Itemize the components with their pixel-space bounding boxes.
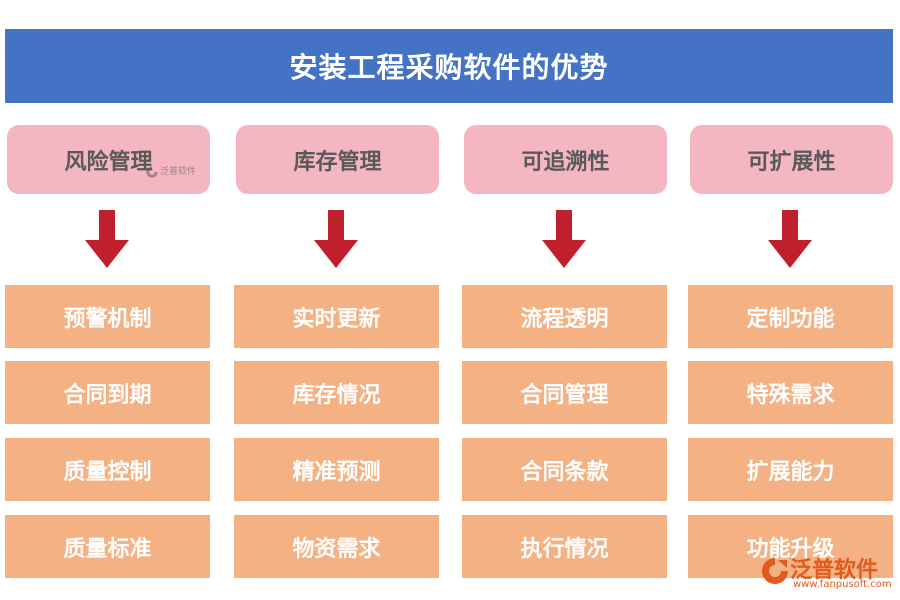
- fanpu-logo-icon: [762, 558, 788, 584]
- down-arrow-icon: [542, 210, 586, 268]
- list-item: 库存情况: [234, 361, 439, 424]
- list-item: 合同到期: [5, 361, 210, 424]
- logo-url: www.fanpusoft.com: [793, 579, 892, 590]
- fanpu-watermark-icon: [146, 166, 158, 178]
- list-item: 定制功能: [688, 285, 893, 348]
- column-header: 库存管理: [236, 125, 439, 194]
- column-scalability: 可扩展性 定制功能 特殊需求 扩展能力 功能升级: [688, 0, 893, 600]
- column-traceability: 可追溯性 流程透明 合同管理 合同条款 执行情况: [462, 0, 667, 600]
- list-item: 物资需求: [234, 515, 439, 578]
- list-item: 特殊需求: [688, 361, 893, 424]
- list-item: 预警机制: [5, 285, 210, 348]
- list-item: 精准预测: [234, 438, 439, 501]
- down-arrow-icon: [314, 210, 358, 268]
- list-item: 质量标准: [5, 515, 210, 578]
- column-inventory-management: 库存管理 实时更新 库存情况 精准预测 物资需求: [234, 0, 439, 600]
- diagram-title: 安装工程采购软件的优势: [289, 51, 609, 84]
- column-header: 可扩展性: [690, 125, 893, 194]
- list-item: 扩展能力: [688, 438, 893, 501]
- list-item: 合同管理: [462, 361, 667, 424]
- list-item: 执行情况: [462, 515, 667, 578]
- down-arrow-icon: [85, 210, 129, 268]
- watermark-text: 泛普软件: [160, 167, 197, 177]
- column-header: 风险管理: [7, 125, 210, 194]
- watermark: 泛普软件: [145, 163, 200, 185]
- column-header: 可追溯性: [464, 125, 667, 194]
- list-item: 功能升级: [688, 515, 893, 578]
- list-item: 合同条款: [462, 438, 667, 501]
- title-bar: 安装工程采购软件的优势: [5, 29, 893, 103]
- list-item: 实时更新: [234, 285, 439, 348]
- list-item: 质量控制: [5, 438, 210, 501]
- brand-logo: 泛普软件 www.fanpusoft.com: [760, 552, 892, 592]
- list-item: 流程透明: [462, 285, 667, 348]
- down-arrow-icon: [768, 210, 812, 268]
- column-risk-management: 风险管理 预警机制 合同到期 质量控制 质量标准: [5, 0, 210, 600]
- logo-name: 泛普软件: [790, 558, 879, 583]
